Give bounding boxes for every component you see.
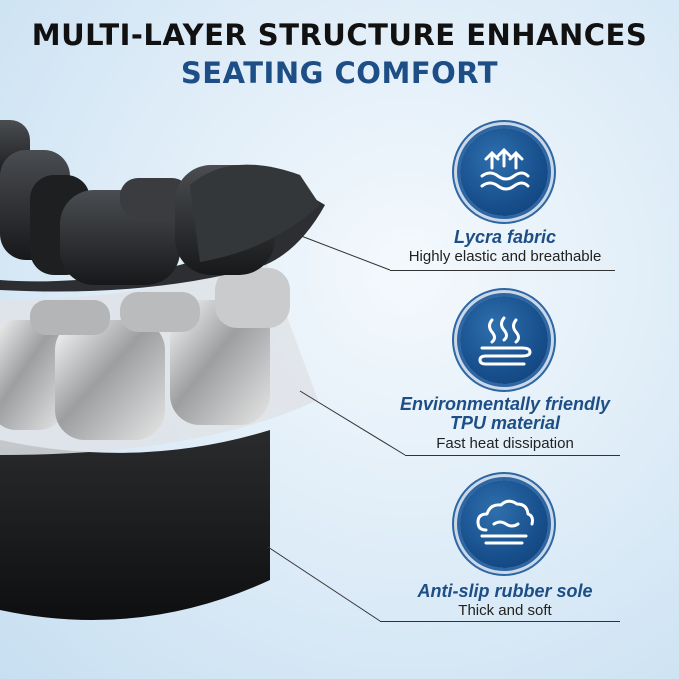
heat-dissipation-icon	[478, 316, 532, 366]
feature-subtitle: Fast heat dissipation	[436, 435, 574, 452]
cushion-layers-illustration	[0, 120, 406, 622]
feature-icon-badge	[460, 480, 548, 568]
divider	[390, 270, 615, 271]
headline-line-2: SEATING COMFORT	[180, 56, 499, 90]
feature-title: Anti-slip rubber sole	[417, 581, 593, 601]
divider	[405, 455, 620, 456]
feature-title-line-2: TPU material	[449, 413, 561, 433]
headline-line-1: MULTI-LAYER STRUCTURE ENHANCES	[31, 18, 648, 52]
feature-subtitle: Thick and soft	[458, 602, 552, 619]
cloud-soft-icon	[476, 499, 534, 545]
tpu-cells	[0, 268, 290, 440]
lycra-cells	[0, 120, 320, 285]
feature-title: Lycra fabric	[453, 227, 557, 247]
feature-icon-badge	[460, 128, 548, 216]
feature-title-line-1: Environmentally friendly	[399, 394, 611, 414]
feature-icon-badge	[460, 296, 548, 384]
rubber-sole-layer	[0, 430, 270, 620]
breathable-wave-icon	[480, 147, 530, 191]
feature-subtitle: Highly elastic and breathable	[408, 248, 602, 265]
divider	[380, 621, 620, 622]
